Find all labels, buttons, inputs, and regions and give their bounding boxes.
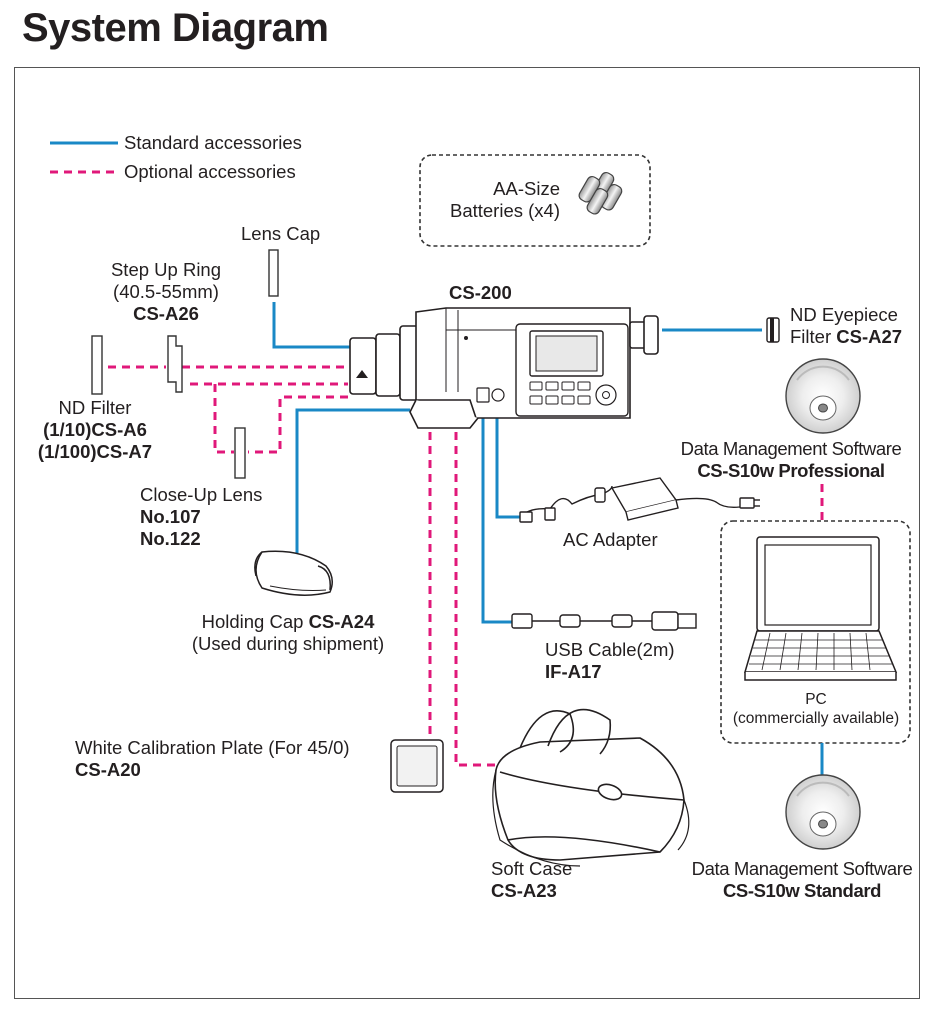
holding-cap-note: (Used during shipment): [191, 633, 385, 654]
white-plate-name: White Calibration Plate (For 45/0): [75, 737, 350, 758]
legend-standard-label: Standard accessories: [124, 132, 302, 153]
close-up-lens-name: Close-Up Lens: [140, 484, 263, 505]
close-up-lens-label: Close-Up Lens No.107 No.122: [140, 484, 262, 550]
usb-cable-model: IF-A17: [545, 661, 602, 682]
nd-eyepiece-line1: ND Eyepiece: [790, 304, 898, 325]
dms-pro-name: Data Management Software: [680, 438, 902, 459]
pc-label: PC (commercially available): [725, 690, 907, 728]
holding-cap-model: CS-A24: [308, 611, 375, 632]
dms-standard-model: CS-S10w Standard: [722, 880, 882, 901]
dms-pro-label: Data Management Software CS-S10w Profess…: [668, 438, 914, 482]
cs200-label: CS-200: [449, 282, 512, 303]
step-up-ring-label: Step Up Ring (40.5-55mm) CS-A26: [96, 259, 236, 325]
legend-optional-label: Optional accessories: [124, 161, 296, 182]
nd-eyepiece-label: ND Eyepiece Filter CS-A27: [790, 304, 902, 348]
dms-pro-model: CS-S10w Professional: [697, 460, 885, 481]
close-up-lens-shape: [234, 427, 246, 479]
holding-cap-icon: [254, 550, 333, 596]
nd-filter-shape: [91, 335, 103, 395]
usb-cable-icon: [511, 611, 697, 631]
batteries-label: AA-Size Batteries (x4): [430, 178, 560, 222]
nd-filter-label: ND Filter (1/10)CS-A6 (1/100)CS-A7: [20, 397, 170, 463]
ac-adapter-icon: [519, 477, 760, 523]
holding-cap-line1: Holding Cap CS-A24: [170, 611, 406, 633]
step-up-ring-line1: Step Up Ring: [110, 259, 222, 280]
standard-connections: [272, 302, 824, 775]
close-up-lens-model1: No.107: [140, 506, 201, 527]
dms-standard-label: Data Management Software CS-S10w Standar…: [680, 858, 924, 902]
optional-connections: [108, 365, 824, 767]
nd-eyepiece-line2-text: Filter: [790, 326, 837, 347]
soft-case-model: CS-A23: [491, 880, 557, 901]
step-up-ring-line2: (40.5-55mm): [113, 281, 219, 302]
usb-cable-name: USB Cable(2m): [545, 639, 675, 660]
pc-name: PC: [805, 691, 827, 708]
holding-cap-name: Holding Cap: [201, 611, 309, 632]
white-plate-label: White Calibration Plate (For 45/0) CS-A2…: [75, 737, 350, 781]
nd-filter-model2: (1/100)CS-A7: [37, 441, 153, 462]
pc-box: [720, 520, 911, 744]
nd-eyepiece-line2: Filter CS-A27: [790, 326, 902, 348]
cd-pro-icon: [785, 358, 861, 434]
nd-filter-name: ND Filter: [58, 397, 132, 418]
diagram-frame: [14, 67, 920, 999]
pc-note: (commercially available): [732, 710, 900, 727]
legend: [50, 141, 118, 174]
lens-cap-shape: [268, 249, 279, 297]
step-up-ring-model: CS-A26: [133, 303, 199, 324]
laptop-icon: [743, 536, 898, 681]
nd-eyepiece-model: CS-A27: [836, 326, 903, 347]
soft-case-label: Soft Case CS-A23: [491, 858, 572, 902]
soft-case-icon: [492, 708, 690, 867]
step-up-ring-shape: [167, 335, 183, 393]
cd-standard-icon: [785, 774, 861, 850]
ac-adapter-label: AC Adapter: [563, 529, 658, 550]
close-up-lens-model2: No.122: [140, 528, 201, 549]
batteries-line2: Batteries (x4): [449, 200, 560, 221]
usb-cable-label: USB Cable(2m) IF-A17: [545, 639, 675, 683]
white-plate-icon: [390, 739, 444, 793]
dms-standard-name: Data Management Software: [691, 858, 913, 879]
batteries-box: [419, 154, 651, 247]
holding-cap-label: Holding Cap CS-A24 (Used during shipment…: [170, 611, 406, 655]
page-title: System Diagram: [22, 6, 329, 50]
nd-eyepiece-filter-shape: [766, 317, 780, 343]
batteries-icon: [578, 171, 623, 215]
lens-cap-label: Lens Cap: [241, 223, 321, 244]
white-plate-model: CS-A20: [75, 759, 141, 780]
soft-case-name: Soft Case: [491, 858, 573, 879]
cs200-camera: [349, 307, 659, 429]
nd-filter-model1: (1/10)CS-A6: [43, 419, 147, 440]
batteries-line1: AA-Size: [493, 178, 560, 199]
